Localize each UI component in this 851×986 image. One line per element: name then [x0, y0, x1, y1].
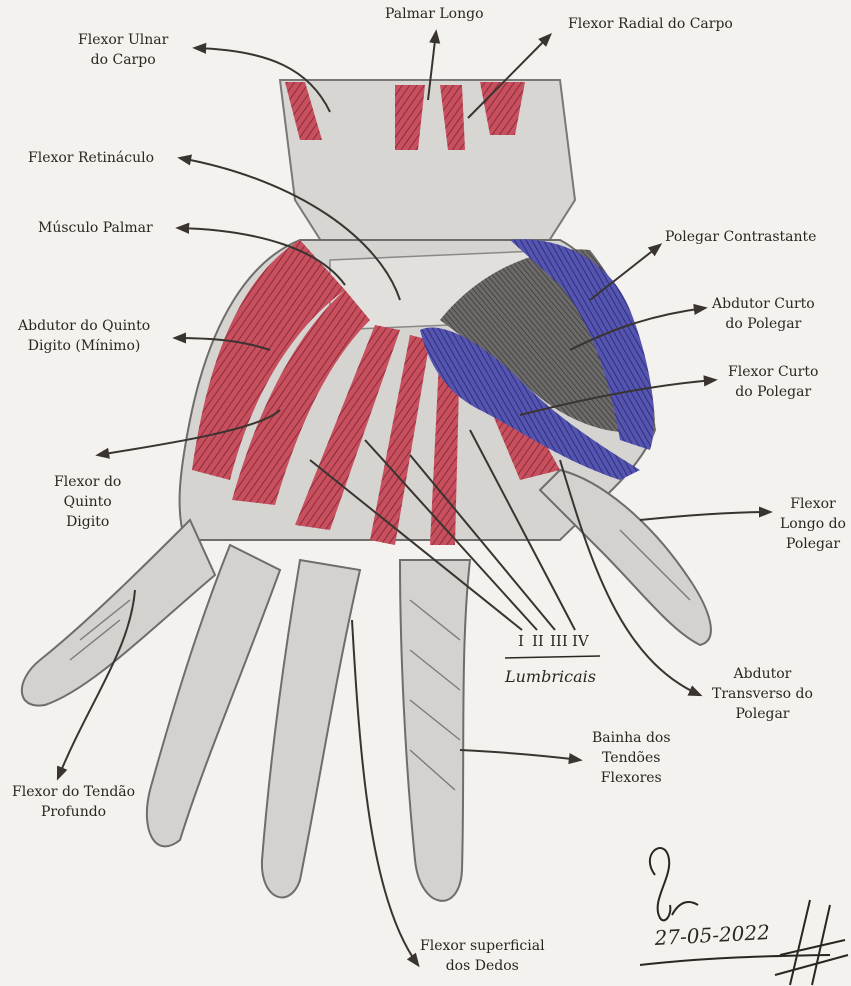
- label-flexor-curto-polegar: Flexor Curto do Polegar: [728, 362, 818, 402]
- forearm: [280, 80, 575, 255]
- label-flexor-superficial-dedos: Flexor superficial dos Dedos: [420, 936, 545, 976]
- finger-index: [400, 560, 470, 901]
- lumbrical-numerals: I II III IV: [518, 632, 590, 650]
- label-abdutor-quinto-digito: Abdutor do Quinto Digito (Mínimo): [18, 316, 150, 356]
- signature-date: 27-05-2022: [653, 920, 770, 950]
- numeral-4: IV: [572, 632, 590, 650]
- label-musculo-palmar: Músculo Palmar: [38, 218, 153, 238]
- numeral-3: III: [550, 632, 568, 650]
- label-flexor-tendao-profundo: Flexor do Tendão Profundo: [12, 782, 135, 822]
- numeral-1: I: [518, 632, 524, 650]
- label-flexor-longo-polegar: Flexor Longo do Polegar: [780, 494, 846, 554]
- lumbrical-text: Lumbricais: [504, 667, 596, 686]
- numeral-2: II: [532, 632, 544, 650]
- label-flexor-radial-carpo: Flexor Radial do Carpo: [568, 14, 733, 34]
- label-bainha-tendoes-flexores: Bainha dos Tendões Flexores: [592, 728, 671, 788]
- signature: [640, 848, 848, 985]
- arrow-bainha: [460, 750, 580, 760]
- label-palmar-longo: Palmar Longo: [385, 4, 484, 24]
- label-abdutor-transverso-polegar: Abdutor Transverso do Polegar: [712, 664, 813, 724]
- arrow-flexor-longo: [640, 512, 770, 520]
- lumbrical-underline: [505, 656, 600, 658]
- label-flexor-ulnar-carpo: Flexor Ulnar do Carpo: [78, 30, 168, 70]
- label-polegar-contrastante: Polegar Contrastante: [665, 227, 816, 247]
- label-abdutor-curto-polegar: Abdutor Curto do Polegar: [712, 294, 815, 334]
- finger-thumb: [540, 470, 711, 645]
- finger-middle: [262, 560, 360, 897]
- label-flexor-retinaculo: Flexor Retináculo: [28, 148, 154, 168]
- label-flexor-quinto-digito: Flexor do Quinto Digito: [54, 472, 121, 532]
